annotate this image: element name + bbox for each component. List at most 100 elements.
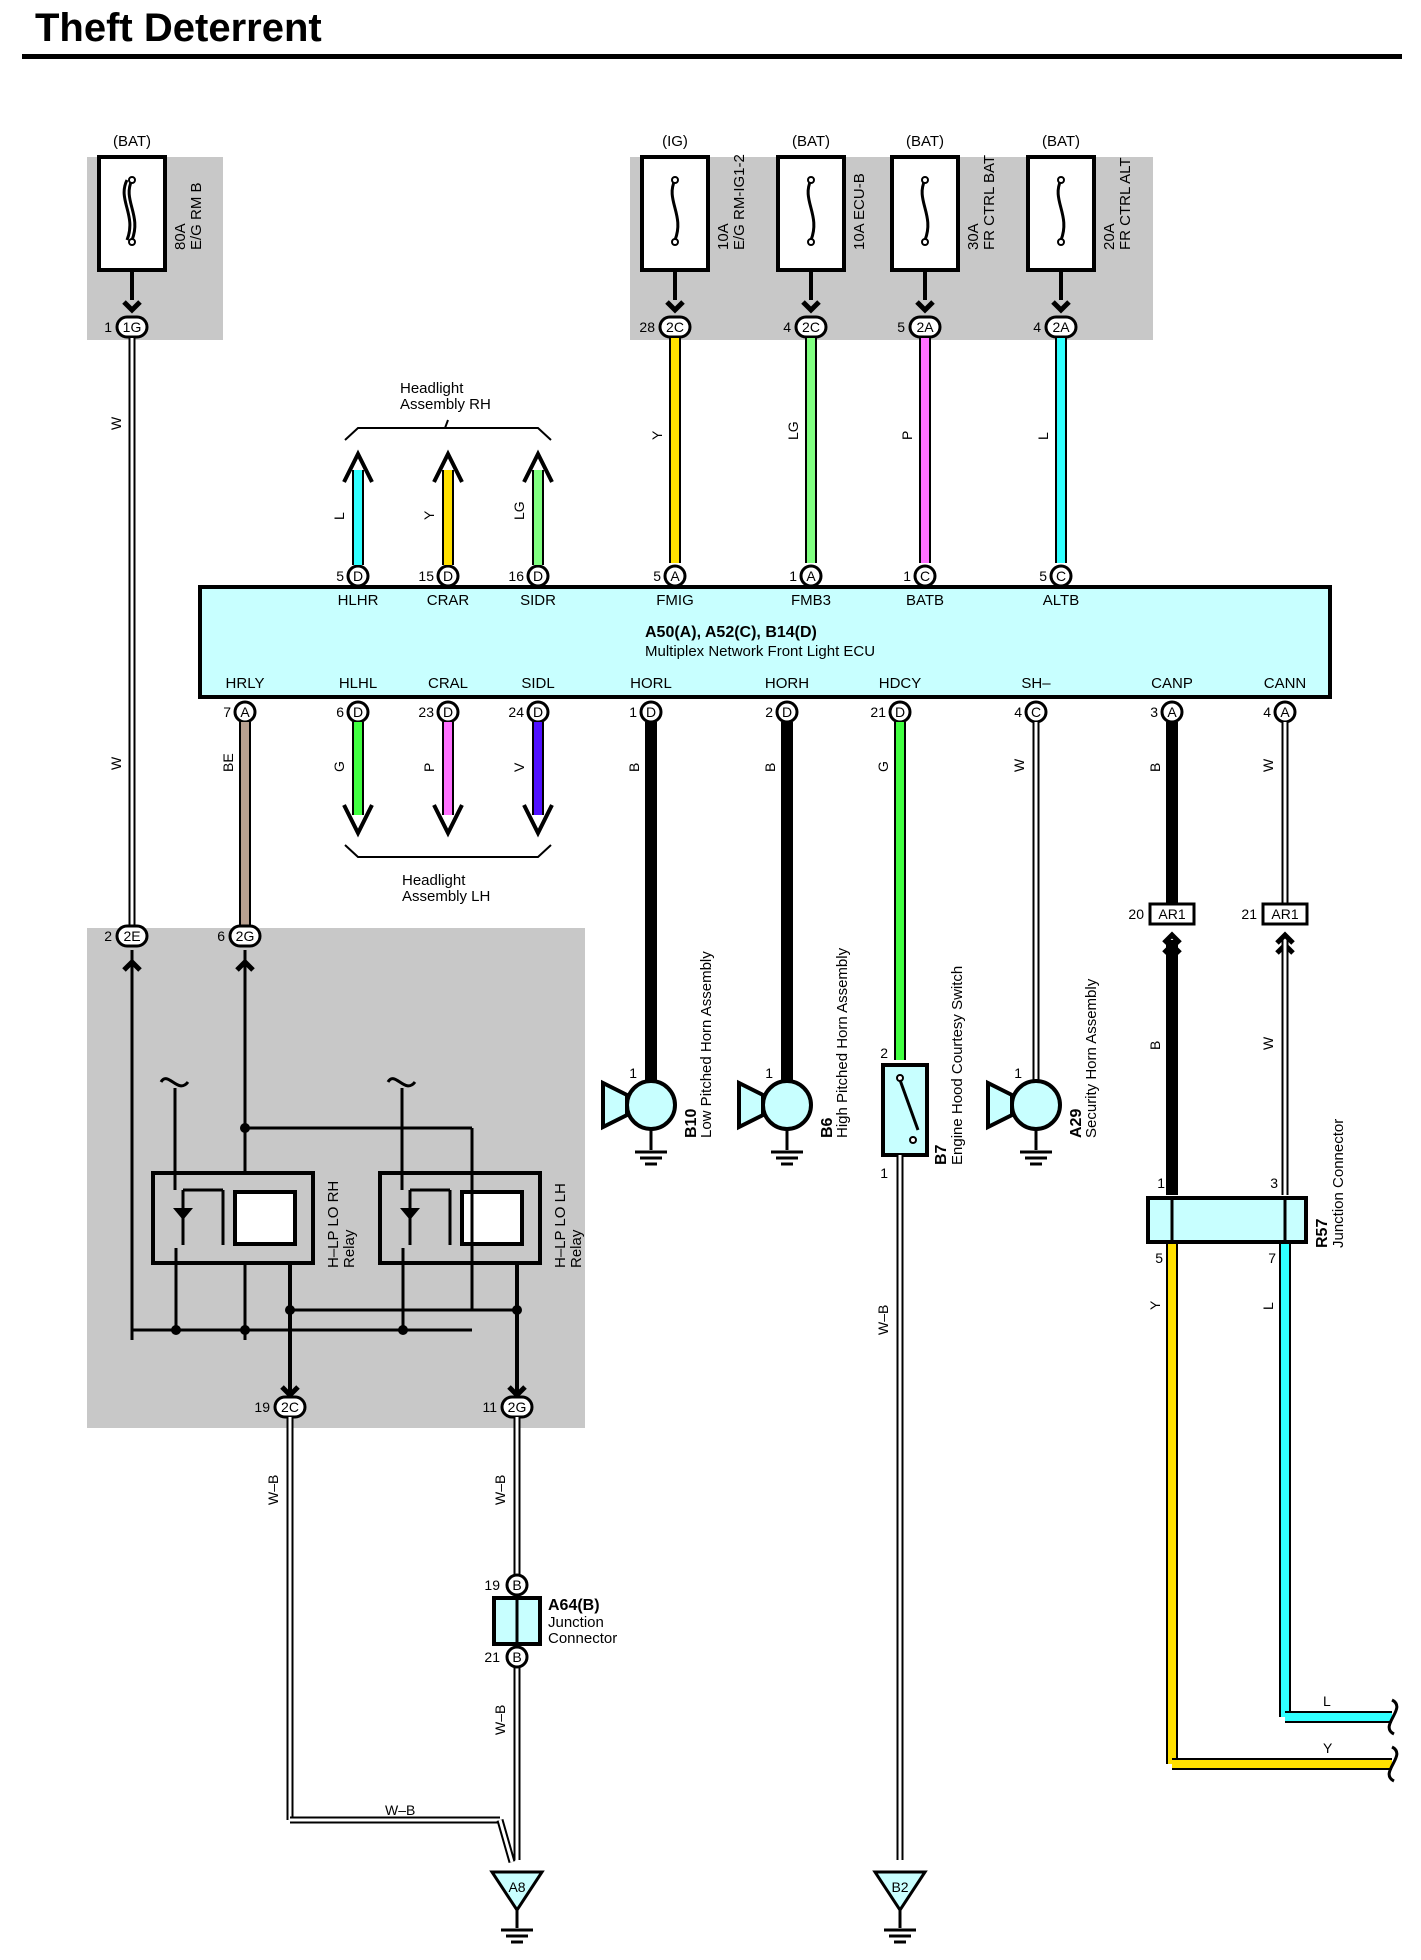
ecu-bottom-pin-9-pin: 4 xyxy=(1263,704,1271,720)
relay-top-connector-0-conn: 2E xyxy=(123,928,140,944)
fuse-name-0: E/G RM B xyxy=(188,182,205,250)
a64-conn-bottom: B xyxy=(512,1649,521,1665)
wire-code-fuse-4: L xyxy=(1035,432,1051,440)
ecu-bottom-label-0: HRLY xyxy=(226,675,265,692)
fuse-term-top-1 xyxy=(671,176,679,184)
fuse-term-top-4 xyxy=(1057,176,1065,184)
ground-ref-1: B2 xyxy=(891,1879,908,1895)
wire-code-cann: W xyxy=(1260,758,1276,772)
relay-top-connector-0-pin: 2 xyxy=(104,928,112,944)
wire-code-hl-lh-1: G xyxy=(331,761,347,772)
wire-code-can-w: W xyxy=(1260,1036,1276,1050)
ecu-top-pin-2-circle xyxy=(526,564,550,588)
ar1-conn-1: AR1 xyxy=(1271,906,1298,922)
wire-code-hl-lh-2: P xyxy=(421,763,437,772)
fuse-name-3: FR CTRL BAT xyxy=(981,155,998,250)
relay-tilde-0 xyxy=(159,1077,190,1088)
title-rule xyxy=(22,54,1402,59)
relay-bottom-connector-1-pin: 11 xyxy=(482,1399,497,1415)
fuse-term-bot-3 xyxy=(921,238,929,246)
ar1-pin-0: 20 xyxy=(1128,906,1144,922)
horn-name-3: Security Horn Assembly xyxy=(1083,978,1100,1138)
fuse-connector-3-conn: 2A xyxy=(916,319,934,335)
wire-code-w-left-2: W xyxy=(108,756,124,770)
fuse-element-1 xyxy=(670,179,680,241)
ecu-top-pin-2-conn: D xyxy=(533,568,543,584)
ar1-pin-1: 21 xyxy=(1241,906,1257,922)
ar1-connector-1 xyxy=(1261,902,1309,926)
fuse-connector-1-conn: 2C xyxy=(666,319,684,335)
wire-code-wb-3: W–B xyxy=(492,1705,508,1735)
a64-pin-top xyxy=(505,1573,529,1597)
ecu-bottom-pin-7-pin: 4 xyxy=(1014,704,1022,720)
ecu-bottom-label-4: HORL xyxy=(630,675,672,692)
arrow-hl-lh-3 xyxy=(522,804,554,838)
fuse-rating-1: 10A xyxy=(715,223,732,250)
fuse-connector-2-oval xyxy=(794,315,828,339)
fuse-term-bot-0 xyxy=(128,238,136,246)
fuse-term-bot-4 xyxy=(1057,238,1065,246)
junction-dot-5 xyxy=(240,1325,250,1335)
wire-code-fuse-1: Y xyxy=(649,430,665,440)
ecu-top-pin-1-pin: 15 xyxy=(418,568,434,584)
fuse-name-1: E/G RM-IG1-2 xyxy=(731,154,748,250)
wire-code-r57-l: L xyxy=(1260,1302,1276,1310)
relay-bottom-connector-1-conn: 2G xyxy=(508,1399,527,1415)
a64-ref: A64(B) xyxy=(548,1597,600,1614)
ecu-top-pin-4-circle xyxy=(799,564,823,588)
ecu-bottom-label-1: HLHL xyxy=(339,675,377,692)
horn-name-1: High Pitched Horn Assembly xyxy=(834,947,851,1138)
ecu-top-pin-0-conn: D xyxy=(353,568,363,584)
a64-pin-bottom xyxy=(505,1645,529,1669)
ecu-top-pin-5-conn: C xyxy=(920,568,930,584)
ecu-top-pin-4-pin: 1 xyxy=(789,568,797,584)
ecu-top-label-1: CRAR xyxy=(427,592,470,609)
ecu-top-pin-6-pin: 5 xyxy=(1039,568,1047,584)
arrow-hl-lh-2 xyxy=(432,804,464,838)
junction-dot-3 xyxy=(512,1305,522,1315)
ecu-bottom-pin-0-conn: A xyxy=(240,704,250,720)
wire-code-horn-3: W xyxy=(1011,758,1027,772)
fuse-source-0: (BAT) xyxy=(113,133,151,150)
wire-code-horn-1: B xyxy=(762,763,778,772)
ecu-top-label-2: SIDR xyxy=(520,592,556,609)
ecu-top-pin-0-circle xyxy=(346,564,370,588)
ecu-top-pin-5-circle xyxy=(913,564,937,588)
switch-pin-bottom: 1 xyxy=(880,1165,888,1181)
wire-code-horn-0: B xyxy=(626,763,642,772)
wire-code-l-end: L xyxy=(1323,1693,1331,1709)
r57-connector xyxy=(1146,1196,1308,1244)
ecu-name: Multiplex Network Front Light ECU xyxy=(645,643,875,660)
ecu-bottom-pin-8-pin: 3 xyxy=(1150,704,1158,720)
ecu-top-label-4: FMB3 xyxy=(791,592,831,609)
junction-dot-4 xyxy=(171,1325,181,1335)
fuse-chevron-2 xyxy=(801,300,821,314)
fuse-rating-3: 30A xyxy=(965,223,982,250)
fuse-rating-4: 20A xyxy=(1101,223,1118,250)
ecu-bottom-pin-7-conn: C xyxy=(1031,704,1041,720)
ecu-top-pin-5-pin: 1 xyxy=(903,568,911,584)
ground-ref-0: A8 xyxy=(508,1879,525,1895)
ecu-bottom-pin-3-pin: 24 xyxy=(508,704,524,720)
horn-ref-0: B10 xyxy=(683,1109,700,1138)
fuse-source-2: (BAT) xyxy=(792,133,830,150)
break-mark-l xyxy=(1387,1698,1399,1736)
wire-code-wb-1: W–B xyxy=(265,1475,281,1505)
ecu-bottom-pin-2-pin: 23 xyxy=(418,704,434,720)
wire-code-hl-rh-0: L xyxy=(331,512,347,520)
switch-ref: B7 xyxy=(933,1144,950,1165)
break-mark-y xyxy=(1387,1745,1399,1783)
horn-pin-1: 1 xyxy=(765,1065,773,1081)
fuse-connector-1-oval xyxy=(658,315,692,339)
horn-bell-0 xyxy=(601,1079,629,1131)
fuse-term-top-0 xyxy=(128,176,136,184)
horn-bell-3 xyxy=(986,1079,1014,1131)
ecu-top-label-6: ALTB xyxy=(1043,592,1079,609)
a64-pin-bottom-num: 21 xyxy=(484,1649,500,1665)
horn-bell-1 xyxy=(737,1079,765,1131)
relay-label-1: H–LP LO LHRelay xyxy=(552,1183,585,1268)
ecu-bottom-pin-5-pin: 2 xyxy=(765,704,773,720)
ground-triangle-0 xyxy=(489,1870,545,1913)
